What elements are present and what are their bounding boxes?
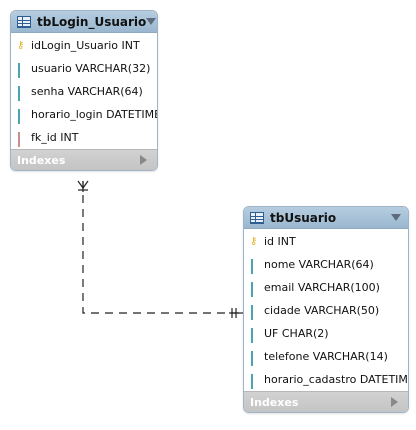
field-row[interactable]: telefone VARCHAR(14)	[244, 345, 408, 368]
field-label: id INT	[264, 235, 296, 248]
table-tbUsuario[interactable]: tbUsuario ⚷ id INT nome VARCHAR(64) emai…	[243, 206, 409, 413]
one-cardinality-icon	[229, 308, 243, 318]
field-row[interactable]: usuario VARCHAR(32)	[11, 57, 157, 80]
relationship-line[interactable]	[82, 181, 243, 314]
field-label: UF CHAR(2)	[264, 327, 329, 340]
indexes-label: Indexes	[17, 153, 66, 167]
primary-key-icon: ⚷	[17, 40, 25, 51]
field-row[interactable]: nome VARCHAR(64)	[244, 253, 408, 276]
field-label: telefone VARCHAR(14)	[264, 350, 388, 363]
field-label: usuario VARCHAR(32)	[31, 62, 151, 75]
field-row[interactable]: horario_login DATETIME	[11, 103, 157, 126]
field-label: horario_login DATETIME	[31, 108, 158, 121]
table-tbLogin-Usuario[interactable]: tbLogin_Usuario ⚷ idLogin_Usuario INT us…	[10, 10, 158, 171]
field-label: idLogin_Usuario INT	[31, 39, 140, 52]
table-icon	[250, 211, 264, 224]
field-row[interactable]: ⚷ idLogin_Usuario INT	[11, 34, 157, 57]
field-label: email VARCHAR(100)	[264, 281, 380, 294]
indexes-section[interactable]: Indexes	[244, 391, 408, 412]
expand-arrow-icon[interactable]	[140, 155, 147, 165]
table-header[interactable]: tbLogin_Usuario	[11, 11, 157, 33]
collapse-icon[interactable]	[146, 18, 157, 25]
expand-arrow-icon[interactable]	[391, 397, 398, 407]
field-row[interactable]: horario_cadastro DATETIME	[244, 368, 408, 391]
field-row[interactable]: cidade VARCHAR(50)	[244, 299, 408, 322]
field-list: ⚷ id INT nome VARCHAR(64) email VARCHAR(…	[244, 229, 408, 391]
field-label: senha VARCHAR(64)	[31, 85, 143, 98]
field-list: ⚷ idLogin_Usuario INT usuario VARCHAR(32…	[11, 33, 157, 149]
collapse-icon[interactable]	[391, 214, 401, 221]
indexes-label: Indexes	[250, 395, 299, 409]
field-row[interactable]: ⚷ id INT	[244, 230, 408, 253]
crows-foot-icon	[77, 180, 89, 192]
table-title: tbUsuario	[270, 210, 337, 225]
field-label: cidade VARCHAR(50)	[264, 304, 380, 317]
table-title: tbLogin_Usuario	[37, 14, 147, 29]
indexes-section[interactable]: Indexes	[11, 149, 157, 170]
primary-key-icon: ⚷	[250, 236, 258, 247]
field-label: horario_cadastro DATETIME	[264, 373, 409, 386]
field-row[interactable]: fk_id INT	[11, 126, 157, 149]
table-icon	[17, 15, 31, 28]
table-header[interactable]: tbUsuario	[244, 207, 408, 229]
field-row[interactable]: UF CHAR(2)	[244, 322, 408, 345]
field-label: nome VARCHAR(64)	[264, 258, 374, 271]
field-row[interactable]: email VARCHAR(100)	[244, 276, 408, 299]
field-row[interactable]: senha VARCHAR(64)	[11, 80, 157, 103]
field-label: fk_id INT	[31, 131, 79, 144]
